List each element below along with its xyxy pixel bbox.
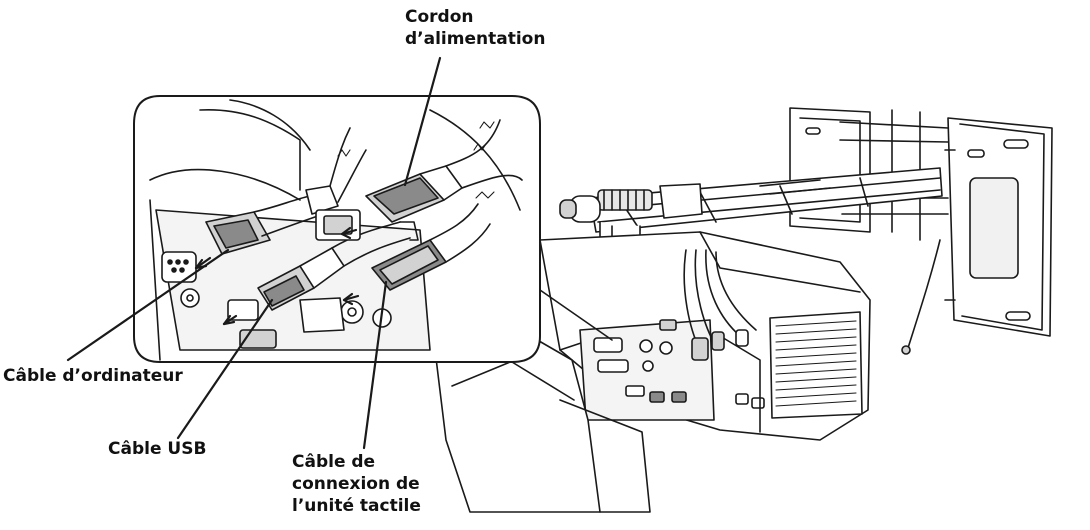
- projector-front-cover: [435, 329, 651, 513]
- leader-touch-unit-cable: [362, 280, 388, 450]
- projector-body: [539, 231, 941, 441]
- callout-touch-unit-cable: Câble de connexion de l’unité tactile: [292, 451, 421, 517]
- callout-touch-unit-cable-line-3: l’unité tactile: [292, 496, 421, 516]
- callout-power-cord-line-1: Cordon: [405, 7, 474, 27]
- callout-computer-cable-line-1: Câble d’ordinateur: [3, 366, 183, 386]
- leader-usb-cable: [176, 298, 274, 440]
- callout-power-cord: Cordon d’alimentation: [405, 6, 545, 50]
- callout-power-cord-line-2: d’alimentation: [405, 29, 546, 49]
- mount-arm: [559, 167, 943, 269]
- callout-usb-cable-line-1: Câble USB: [108, 439, 207, 459]
- callout-touch-unit-cable-line-1: Câble de: [292, 452, 376, 472]
- callout-touch-unit-cable-line-2: connexion de: [292, 474, 420, 494]
- leader-lines: [66, 56, 442, 450]
- leader-power-cord: [403, 56, 442, 187]
- leader-computer-cable: [66, 248, 230, 362]
- callout-computer-cable: Câble d’ordinateur: [3, 365, 183, 387]
- detail-inset: [133, 95, 613, 401]
- callout-usb-cable: Câble USB: [108, 438, 206, 460]
